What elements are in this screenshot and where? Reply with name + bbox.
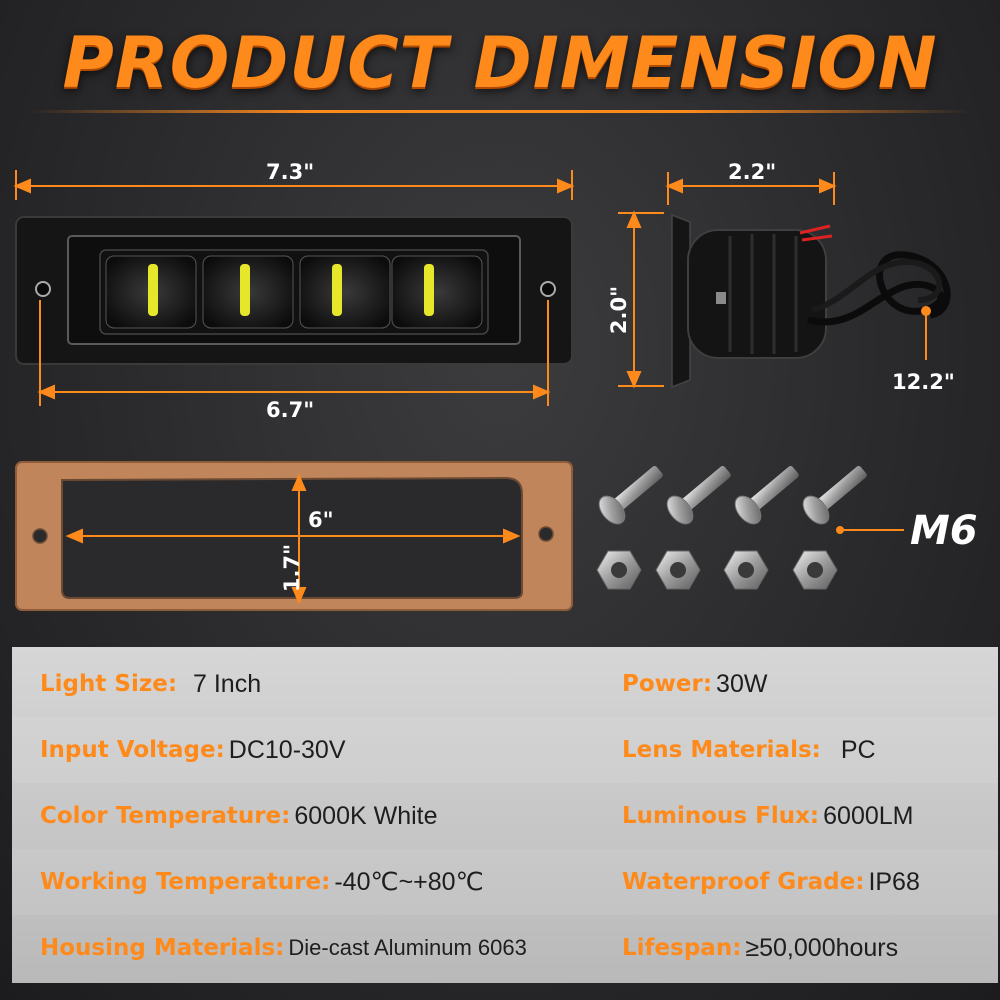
dim-side-depth: 2.2" <box>728 160 777 184</box>
nut <box>792 550 838 590</box>
spec-label: Light Size: <box>40 671 178 697</box>
spec-value: 7 Inch <box>193 669 262 698</box>
dim-gasket-width: 6" <box>308 508 334 532</box>
spec-value: IP68 <box>868 867 920 896</box>
led-module <box>202 255 294 329</box>
spec-value: 6000K White <box>294 801 438 830</box>
spec-row: Working Temperature: -40℃~+80℃ Waterproo… <box>12 849 998 915</box>
bolt <box>734 466 799 525</box>
spec-label: Luminous Flux: <box>622 803 820 829</box>
mount-hole <box>35 281 51 297</box>
spec-label: Waterproof Grade: <box>622 869 865 895</box>
spec-value: PC <box>840 735 876 764</box>
bolt-size-label: M6 <box>910 508 978 554</box>
side-view-light <box>671 213 951 389</box>
arrow-mount-width <box>37 300 551 406</box>
spec-label: Lifespan: <box>622 935 742 961</box>
spec-value: DC10-30V <box>228 735 346 764</box>
spec-value: ≥50,000hours <box>745 933 899 962</box>
led-module <box>299 255 391 329</box>
bolt <box>598 466 663 525</box>
title-underline <box>30 110 970 113</box>
bolt-size-pointer <box>836 526 904 534</box>
spec-value: -40℃~+80℃ <box>334 868 484 896</box>
bolt-set <box>596 466 867 590</box>
dim-front-width: 7.3" <box>266 160 315 184</box>
nut <box>596 550 642 590</box>
spec-row: Color Temperature: 6000K White Luminous … <box>12 783 998 849</box>
bolt <box>666 466 731 525</box>
spec-label: Input Voltage: <box>40 737 225 763</box>
nut <box>655 550 701 590</box>
spec-row: Input Voltage: DC10-30V Lens Materials: … <box>12 717 998 783</box>
arrow-front-width <box>13 170 575 200</box>
spec-value: 30W <box>716 669 768 698</box>
spec-table: Light Size: 7 Inch Power: 30W Input Volt… <box>12 647 998 983</box>
dim-side-height: 2.0" <box>607 285 632 335</box>
page-title: PRODUCT DIMENSION <box>62 22 938 104</box>
bolt <box>802 466 867 525</box>
spec-value: 6000LM <box>823 801 914 830</box>
spec-label: Color Temperature: <box>40 803 291 829</box>
front-view-light <box>15 216 573 365</box>
dimension-artwork <box>13 110 970 611</box>
arrow-gasket-width <box>65 528 521 544</box>
spec-label: Working Temperature: <box>40 869 331 895</box>
nut <box>723 550 769 590</box>
spec-value: Die-cast Aluminum 6063 <box>288 935 527 960</box>
arrow-side-depth <box>665 172 837 205</box>
arrow-gasket-height <box>291 473 307 605</box>
spec-row: Housing Materials: Die-cast Aluminum 606… <box>12 915 998 981</box>
cable-length-pointer <box>921 306 931 360</box>
spec-label: Housing Materials: <box>40 935 285 961</box>
spec-label: Lens Materials: <box>622 737 821 763</box>
dim-cable-length: 12.2" <box>892 370 955 394</box>
led-module <box>391 255 483 329</box>
led-module <box>105 255 197 329</box>
dim-gasket-height: 1.7" <box>280 543 305 593</box>
spec-row: Light Size: 7 Inch Power: 30W <box>12 651 998 717</box>
spec-label: Power: <box>622 671 713 697</box>
dim-mount-width: 6.7" <box>266 398 315 422</box>
arrow-side-height <box>618 210 664 389</box>
mount-hole <box>540 281 556 297</box>
